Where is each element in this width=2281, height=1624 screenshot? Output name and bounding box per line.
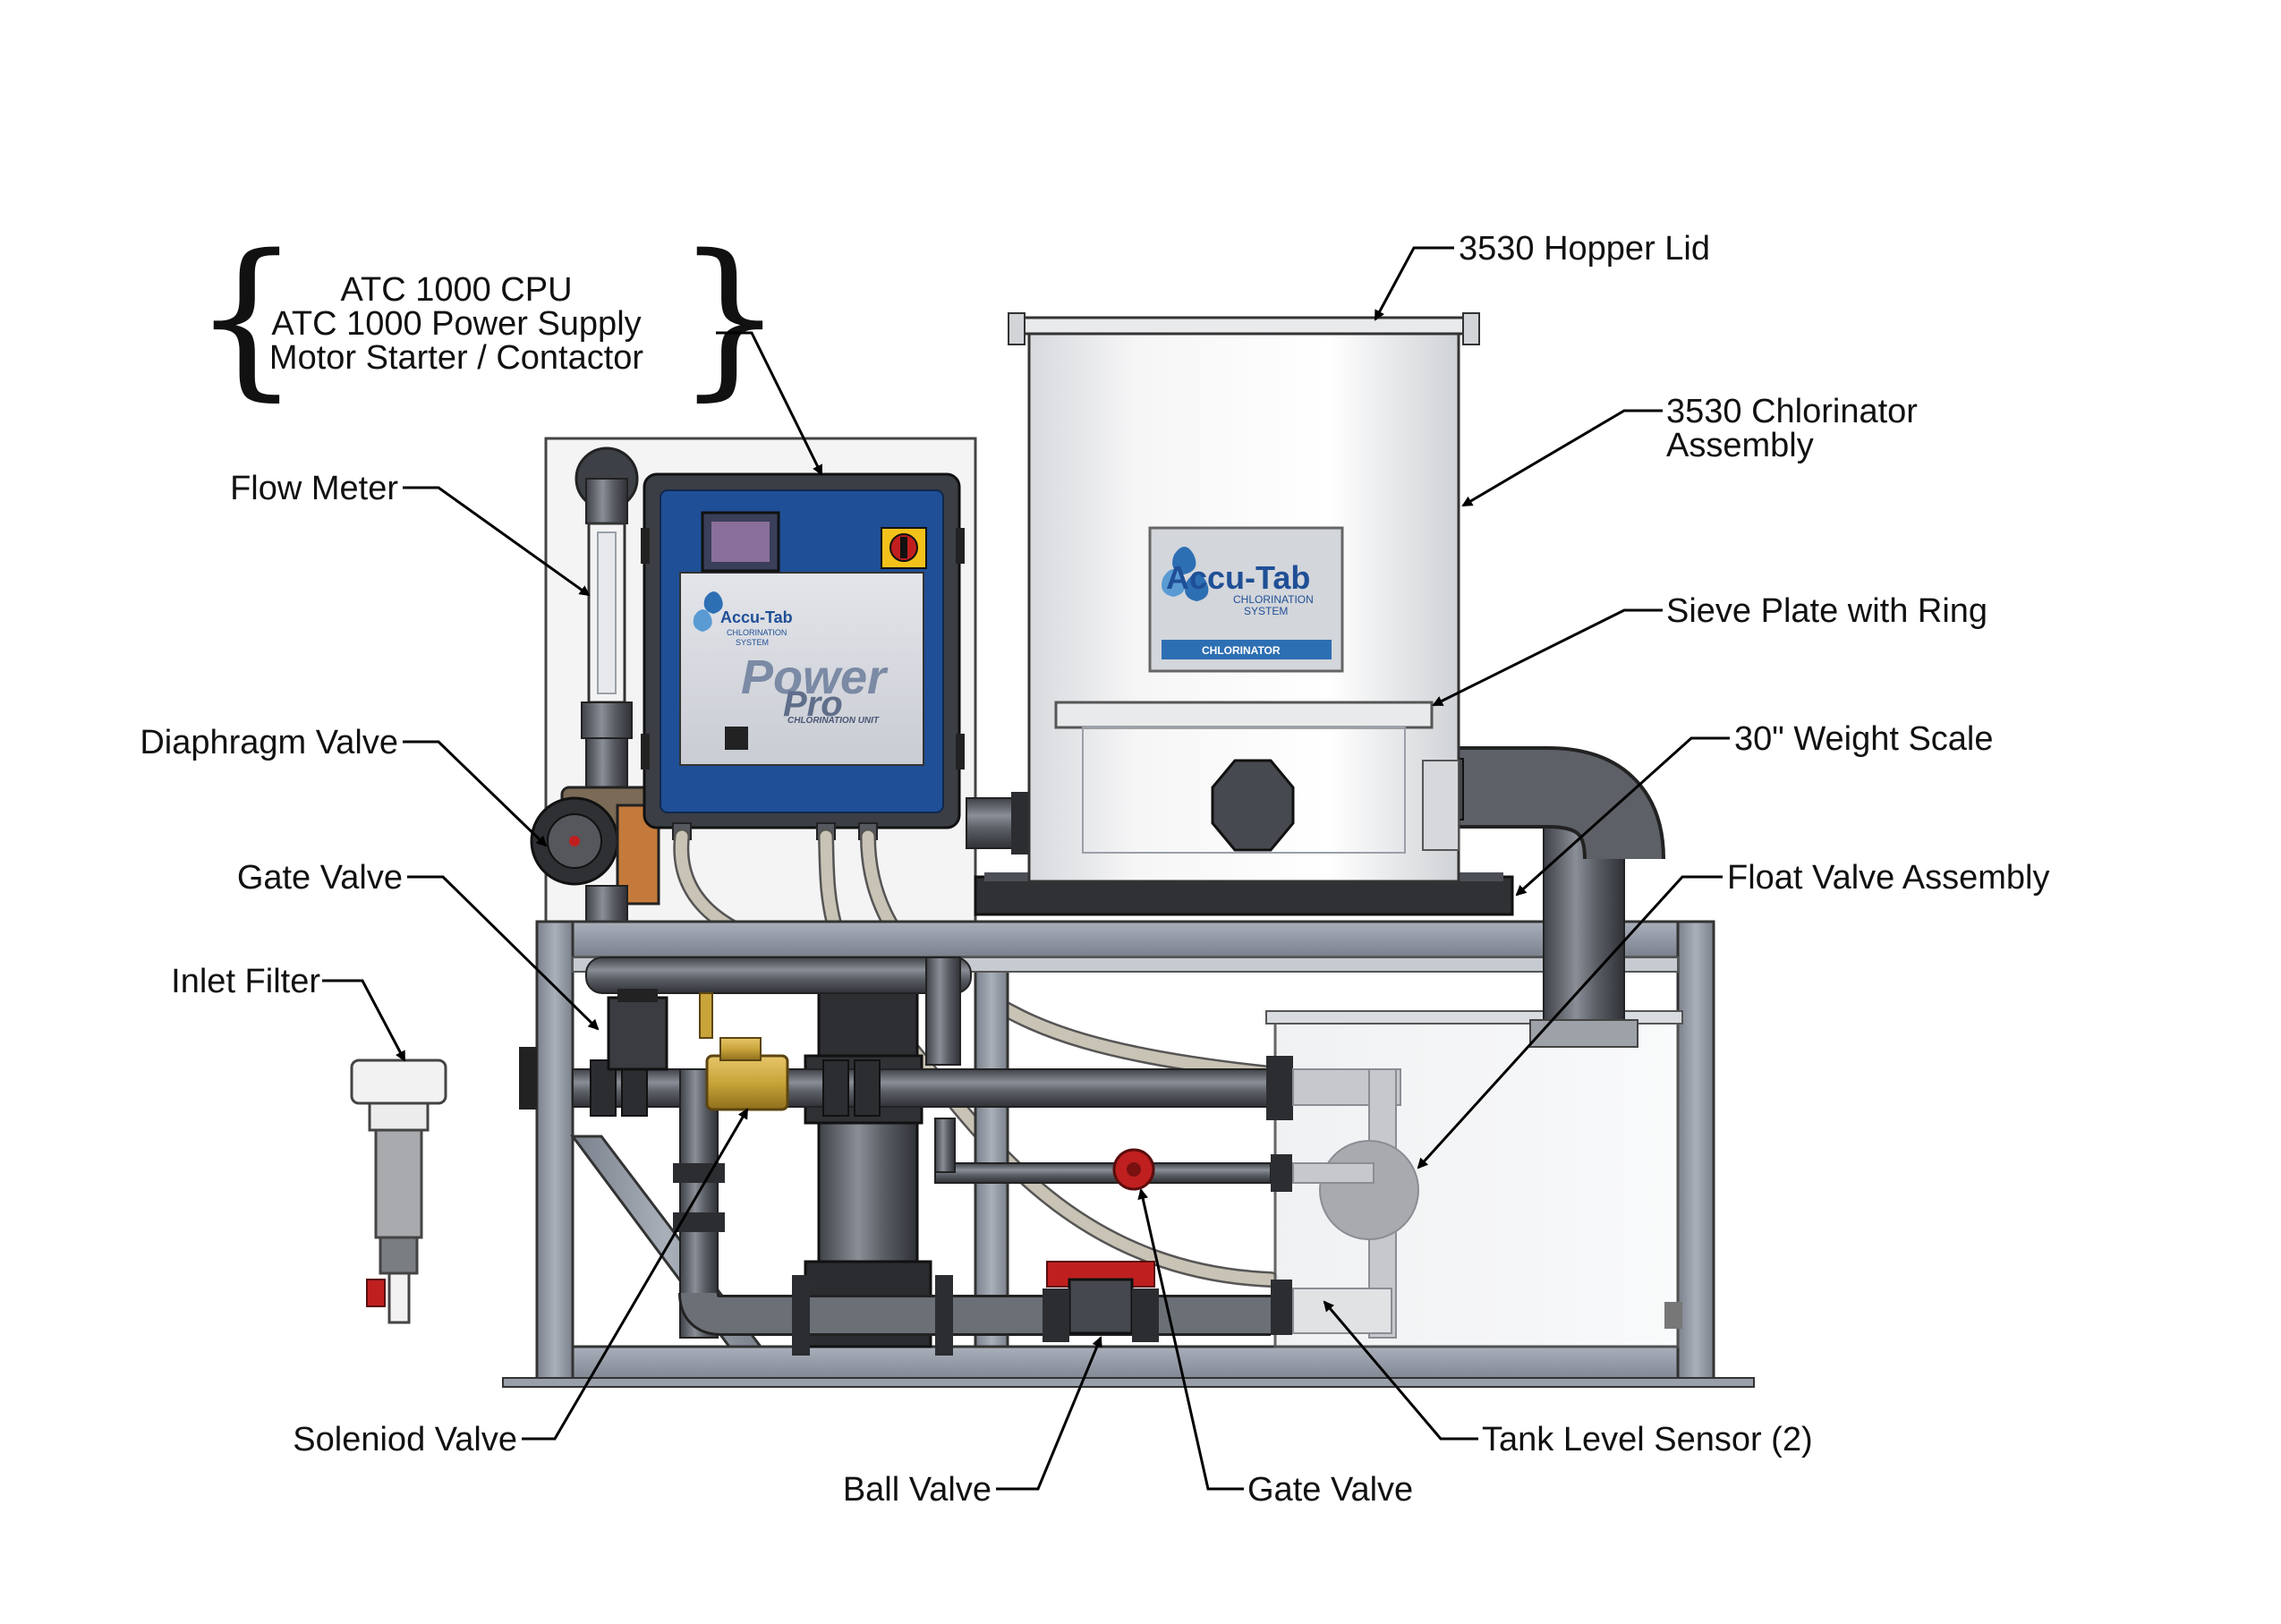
hopper: Accu-Tab CHLORINATION SYSTEM CHLORINATOR <box>1008 312 1480 883</box>
label-float-valve: Float Valve Assembly <box>1727 859 2049 897</box>
solenoid-valve <box>699 992 789 1111</box>
label-flow-meter: Flow Meter <box>230 470 398 507</box>
label-gate-valve-bottom: Gate Valve <box>1247 1471 1413 1509</box>
leader-flow-meter <box>403 486 591 597</box>
panel-product-sub: CHLORINATION UNIT <box>787 716 880 726</box>
control-group-line-2: ATC 1000 Power Supply <box>271 305 641 343</box>
leader-lines <box>322 246 1730 1491</box>
leader-control-group <box>716 331 823 476</box>
badge-brand: Accu-Tab <box>1166 559 1310 596</box>
leader-solenoid-valve <box>522 1108 749 1441</box>
badge-footer: CHLORINATOR <box>1202 644 1281 657</box>
flow-meter <box>575 446 639 802</box>
leader-ball-valve <box>996 1336 1102 1491</box>
support-frame <box>502 920 1755 1388</box>
diaphragm-valve <box>530 786 660 927</box>
piping <box>572 746 1682 1356</box>
control-group-callout: { } ATC 1000 CPU ATC 1000 Power Supply M… <box>192 218 784 416</box>
label-hopper-lid: 3530 Hopper Lid <box>1459 230 1710 268</box>
leader-float-valve <box>1417 875 1723 1169</box>
left-brace: { <box>192 218 301 416</box>
label-ball-valve: Ball Valve <box>843 1471 992 1509</box>
leader-gate-valve-left <box>407 875 600 1031</box>
panel-product-line2: Pro <box>783 684 843 724</box>
control-panel: Accu-Tab CHLORINATION SYSTEM Power Pro C… <box>641 472 965 840</box>
label-solenoid-valve: Soleniod Valve <box>293 1421 517 1458</box>
label-sieve-plate: Sieve Plate with Ring <box>1666 592 1987 630</box>
label-gate-valve-left: Gate Valve <box>237 859 403 897</box>
leader-chlorinator <box>1461 409 1663 507</box>
panel-brand-sub2: SYSTEM <box>736 638 769 647</box>
label-chlorinator-line2: Assembly <box>1666 427 1814 464</box>
pump <box>804 982 932 1348</box>
label-chlorinator-line1: 3530 Chlorinator <box>1666 393 1918 430</box>
leader-inlet-filter <box>322 979 406 1062</box>
panel-brand-sub1: CHLORINATION <box>727 628 787 637</box>
panel-product-line1: Power <box>741 650 889 704</box>
leader-hopper-lid <box>1374 246 1454 321</box>
control-group-line-1: ATC 1000 CPU <box>340 271 572 309</box>
leader-diaphragm-valve <box>403 740 548 847</box>
right-brace: } <box>676 218 784 416</box>
label-tank-level-sensor: Tank Level Sensor (2) <box>1482 1421 1813 1458</box>
control-group-line-3: Motor Starter / Contactor <box>269 339 643 377</box>
panel-brand: Accu-Tab <box>720 608 793 626</box>
inlet-filter <box>350 1059 447 1324</box>
badge-brand-sub1: CHLORINATION <box>1233 593 1314 606</box>
gate-valve-middle <box>1112 1148 1155 1191</box>
leader-gate-valve-bottom <box>1137 1188 1244 1491</box>
label-weight-scale: 30" Weight Scale <box>1734 720 1994 758</box>
label-diaphragm-valve: Diaphragm Valve <box>140 724 398 761</box>
leader-weight-scale <box>1515 736 1730 897</box>
callout-labels: 3530 Hopper Lid 3530 Chlorinator Assembl… <box>140 230 2049 1509</box>
badge-brand-sub2: SYSTEM <box>1244 605 1288 617</box>
leader-sieve-plate <box>1432 608 1663 707</box>
label-inlet-filter: Inlet Filter <box>171 963 320 1000</box>
leader-tank-level <box>1323 1300 1478 1441</box>
ball-valve <box>1043 1261 1159 1342</box>
